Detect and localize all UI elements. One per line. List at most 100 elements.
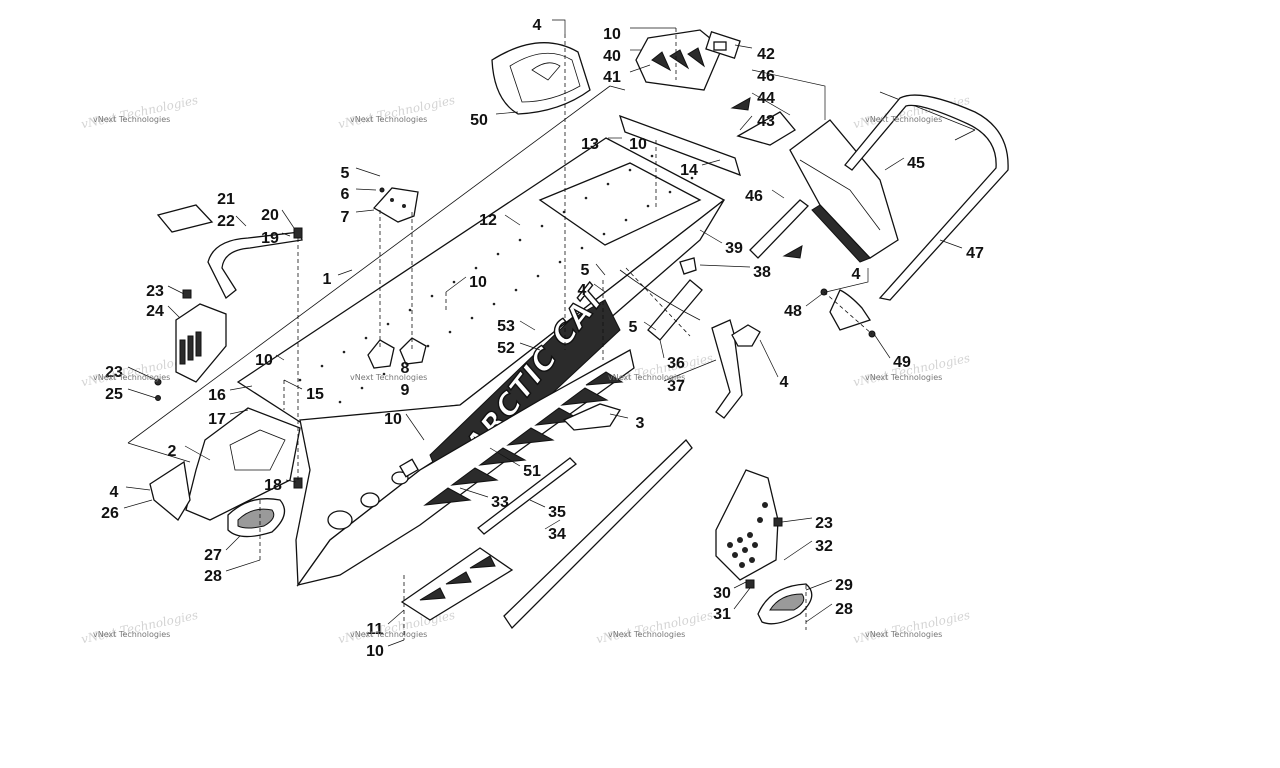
callout-25: 25 [105, 386, 123, 403]
callout-33: 33 [491, 494, 509, 511]
watermark-ghost: vNext Technologies [80, 93, 200, 131]
seat-bracket [372, 187, 419, 223]
callout-32: 32 [815, 538, 833, 555]
seat-pad [491, 42, 591, 115]
callout-13: 13 [581, 136, 599, 153]
step-plate [227, 498, 286, 538]
rivet [426, 344, 430, 348]
callout-28: 28 [835, 601, 853, 618]
callout-23: 23 [105, 364, 123, 381]
right-step-plate [757, 583, 813, 625]
callout-5: 5 [341, 165, 350, 182]
callout-10: 10 [603, 26, 621, 43]
callout-8: 8 [401, 360, 410, 377]
rivet [580, 246, 584, 250]
watermark: vNext Technologies [93, 115, 170, 124]
rivet [558, 260, 562, 264]
footrest-hole [742, 547, 748, 553]
watermark: vNext Technologies [350, 630, 427, 639]
callout-50: 50 [470, 112, 488, 129]
callout-14: 14 [680, 162, 698, 179]
callout-10: 10 [366, 643, 384, 660]
rivet [650, 154, 654, 158]
callout-41: 41 [603, 69, 621, 86]
callout-49: 49 [893, 354, 911, 371]
footrest-hole [752, 542, 758, 548]
callout-31: 31 [713, 606, 731, 623]
callout-2: 2 [168, 443, 177, 460]
callout-40: 40 [603, 48, 621, 65]
rivet [628, 168, 632, 172]
callout-36: 36 [667, 355, 685, 372]
rivet [452, 280, 456, 284]
cooler-bracket [635, 29, 741, 91]
front-bracket [149, 460, 191, 521]
watermark: vNext Technologies [350, 373, 427, 382]
side-rail [503, 439, 693, 630]
callout-30: 30 [713, 585, 731, 602]
rivet [606, 182, 610, 186]
mount-plates [367, 337, 427, 369]
watermark: vNext Technologies [93, 373, 170, 382]
right-footrest [715, 469, 779, 581]
callout-16: 16 [208, 387, 226, 404]
watermark: vNext Technologies [865, 630, 942, 639]
rivet [536, 274, 540, 278]
rivet [540, 224, 544, 228]
watermark-layer: vNext Technologies vNext Technologies vNex… [93, 115, 942, 639]
rivet [474, 266, 478, 270]
callout-39: 39 [725, 240, 743, 257]
callout-28: 28 [204, 568, 222, 585]
rivet [690, 176, 694, 180]
rivet [624, 218, 628, 222]
rivet [668, 190, 672, 194]
footrest-hole [727, 542, 733, 548]
callout-4: 4 [852, 266, 861, 283]
watermark-ghost: vNext Technologies [595, 608, 715, 646]
rear-flap [736, 111, 899, 263]
tether-strap [619, 269, 743, 419]
callout-48: 48 [784, 303, 802, 320]
watermark-ghost: vNext Technologies [852, 351, 972, 389]
triangular-brace [647, 279, 703, 341]
callout-37: 37 [667, 378, 685, 395]
callout-22: 22 [217, 213, 235, 230]
footrest-bracket [156, 204, 303, 383]
callout-10: 10 [255, 352, 273, 369]
callout-12: 12 [479, 212, 497, 229]
callout-19: 19 [261, 230, 279, 247]
footrest-hole [762, 502, 768, 508]
footrest-holes [727, 502, 768, 568]
callout-53: 53 [497, 318, 515, 335]
side-wall-holes [327, 458, 419, 530]
callout-17: 17 [208, 411, 226, 428]
watermark-ghost: vNext Technologies [80, 608, 200, 646]
rivet [448, 330, 452, 334]
callout-4: 4 [780, 374, 789, 391]
rivet [430, 294, 434, 298]
rivet [382, 372, 386, 376]
callout-10: 10 [469, 274, 487, 291]
lower-strip [477, 457, 577, 535]
callout-20: 20 [261, 207, 279, 224]
callout-35: 35 [548, 504, 566, 521]
rivet [492, 302, 496, 306]
callout-43: 43 [757, 113, 775, 130]
footrest-hole [749, 557, 755, 563]
watermark: vNext Technologies [350, 115, 427, 124]
callout-10: 10 [384, 411, 402, 428]
rivet [584, 196, 588, 200]
callout-38: 38 [753, 264, 771, 281]
callout-4: 4 [578, 282, 587, 299]
rivet [470, 316, 474, 320]
rivet [602, 232, 606, 236]
callout-11: 11 [367, 621, 384, 638]
running-board-cutouts [423, 371, 624, 506]
callout-21: 21 [217, 191, 235, 208]
callout-23: 23 [146, 283, 164, 300]
rivet [646, 204, 650, 208]
lower-running-board [400, 547, 514, 621]
rivet [514, 288, 518, 292]
rivet [342, 350, 346, 354]
